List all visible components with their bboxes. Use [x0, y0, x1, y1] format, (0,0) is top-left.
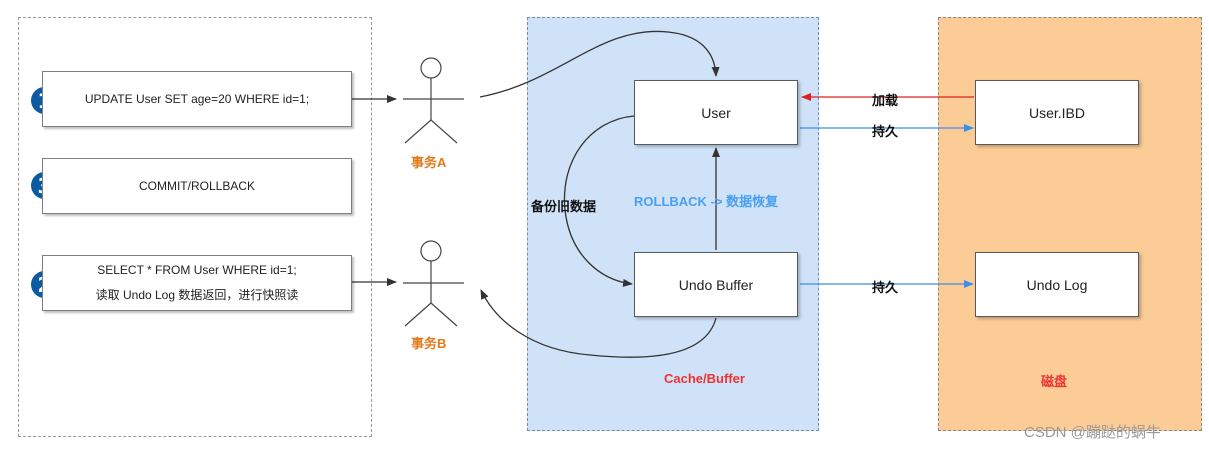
arrow-backup-user-to-undo [563, 115, 635, 287]
disk-title: 磁盘 [1041, 374, 1068, 389]
user-ibd-box: User.IBD [975, 80, 1139, 145]
user-ibd-label: User.IBD [1028, 104, 1085, 121]
user-buffer-label: User [701, 104, 731, 121]
undo-buffer-label: Undo Buffer [678, 276, 754, 293]
commit-statement: COMMIT/ROLLBACK [42, 158, 352, 214]
csdn-watermark: CSDN @蹦跶的蜗牛 [1024, 424, 1161, 441]
statements-panel [18, 17, 372, 437]
undo-buffer-box: Undo Buffer [634, 252, 798, 317]
arrow-actor-a-to-user [479, 30, 720, 98]
undo-log-box: Undo Log [975, 252, 1139, 317]
select-statement-line-1: SELECT * FROM User WHERE id=1; [97, 263, 297, 278]
rollback-restore-label: ROLLBACK -> 数据恢复 [634, 194, 779, 209]
select-statement-line-2: 读取 Undo Log 数据返回，进行快照读 [95, 287, 299, 302]
update-statement-text: UPDATE User SET age=20 WHERE id=1; [84, 92, 310, 106]
load-label: 加载 [872, 93, 899, 108]
cache-buffer-title: Cache/Buffer [664, 371, 745, 386]
persist-user-label: 持久 [872, 124, 899, 139]
actor-a-figure [403, 57, 464, 144]
select-statement: SELECT * FROM User WHERE id=1; 读取 Undo L… [42, 255, 352, 311]
actor-b-label: 事务B [411, 336, 447, 351]
arrow-undo-to-actor-b [480, 289, 717, 358]
undo-log-label: Undo Log [1026, 276, 1088, 293]
update-statement: UPDATE User SET age=20 WHERE id=1; [42, 71, 352, 127]
backup-old-data-label: 备份旧数据 [531, 199, 597, 214]
actor-a-label: 事务A [411, 155, 447, 170]
actor-b-figure [403, 240, 464, 327]
commit-statement-text: COMMIT/ROLLBACK [138, 179, 255, 193]
user-buffer-box: User [634, 80, 798, 145]
persist-undo-label: 持久 [872, 280, 899, 295]
